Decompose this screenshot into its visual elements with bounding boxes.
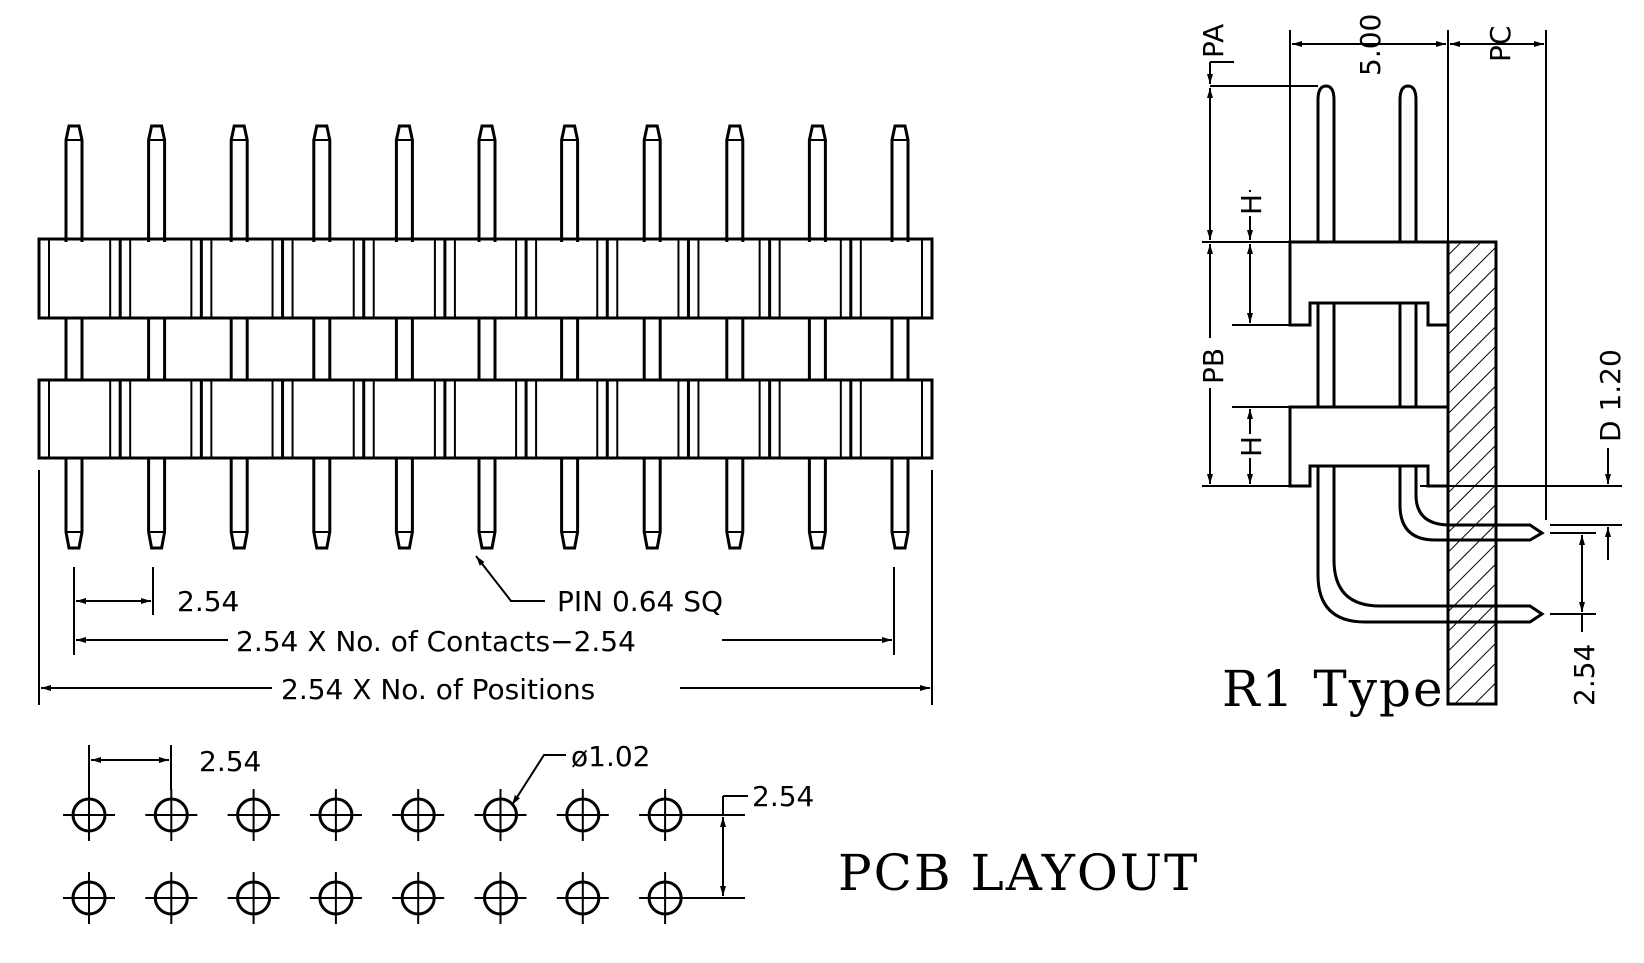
dim-5-00-label: 5.00 [1354, 14, 1387, 76]
contacts-span-dimension: 2.54 X No. of Contacts−2.54 [73, 567, 895, 658]
pcb-hole [227, 872, 280, 924]
row-pitch-label: 2.54 [1568, 644, 1601, 706]
pcb-hole [474, 789, 527, 841]
front-pin-top [64, 124, 84, 242]
bent-leg-inner [1398, 466, 1545, 542]
pcb-hole [309, 872, 362, 924]
pcb-hole [227, 789, 280, 841]
pcb-hole [639, 872, 692, 924]
front-housing-row [37, 378, 934, 460]
front-pitch-dimension: 2.54 [73, 567, 239, 618]
pcb-hole [392, 789, 445, 841]
h-upper-label: H [1235, 194, 1268, 215]
pcb-hole [63, 789, 115, 841]
front-pin-top [560, 124, 580, 242]
bent-leg-outer [1316, 466, 1545, 624]
pcb-hole [145, 872, 198, 924]
side-view-r1: 5.00 PC PA PB H H D 1.20 [1196, 14, 1627, 718]
d-label: D 1.20 [1594, 349, 1627, 442]
front-pin-bottom [147, 458, 167, 550]
pcb-layout-title: PCB LAYOUT [838, 844, 1199, 902]
pcb-row-spacing-label: 2.54 [752, 780, 814, 813]
front-pin-bottom [312, 458, 332, 550]
front-pin-bottom [477, 458, 497, 550]
front-pin-top [477, 124, 497, 242]
pcb-hole [556, 789, 609, 841]
front-housing-row [37, 237, 934, 320]
front-pins [64, 124, 910, 550]
pcb-hole [145, 789, 198, 841]
front-pin-top [394, 124, 414, 242]
pcb-hole [639, 789, 692, 841]
side-pin-inner [1398, 84, 1418, 242]
pa-label: PA [1197, 24, 1230, 58]
front-pin-top [642, 124, 662, 242]
pin-callout-label: PIN 0.64 SQ [557, 585, 723, 618]
front-pin-bottom [560, 458, 580, 550]
front-pin-bottom [394, 458, 414, 550]
front-pin-top [807, 124, 827, 242]
pcb-hole [556, 872, 609, 924]
pcb-row-spacing-dimension: 2.54 [690, 780, 814, 899]
front-pitch-label: 2.54 [177, 585, 239, 618]
front-pin-bottom [890, 458, 910, 550]
front-pin-bottom [229, 458, 249, 550]
front-pin-top [312, 124, 332, 242]
side-pin-outer [1316, 84, 1336, 242]
front-pin-bottom [642, 458, 662, 550]
front-view: 2.54 PIN 0.64 SQ 2.54 X No. of Contacts−… [37, 124, 934, 706]
pcb-pitch-dimension: 2.54 [88, 745, 261, 790]
pcb-hole [392, 872, 445, 924]
hole-diameter-label: ø1.02 [571, 740, 650, 773]
pcb-layout-view: 2.54 ø1.02 2.54 PCB LAYOUT [63, 740, 1199, 924]
pcb-pitch-label: 2.54 [199, 745, 261, 778]
pc-label: PC [1484, 26, 1517, 62]
pb-label: PB [1197, 348, 1230, 384]
front-pin-top [147, 124, 167, 242]
hole-diameter-callout: ø1.02 [511, 740, 650, 806]
positions-span-dimension: 2.54 X No. of Positions [38, 470, 933, 706]
contacts-span-label: 2.54 X No. of Contacts−2.54 [236, 625, 636, 658]
front-pin-top [725, 124, 745, 242]
front-bodies [37, 237, 934, 460]
front-pin-top [890, 124, 910, 242]
r1-type-title: R1 Type [1222, 660, 1445, 718]
h-lower-label: H [1235, 436, 1268, 457]
pcb-hole [309, 789, 362, 841]
lower-housing [1288, 405, 1450, 488]
positions-span-label: 2.54 X No. of Positions [281, 673, 595, 706]
front-pin-bottom [807, 458, 827, 550]
pin-callout: PIN 0.64 SQ [475, 555, 723, 618]
front-pin-top [229, 124, 249, 242]
front-pin-bottom [725, 458, 745, 550]
pcb-holes [63, 789, 692, 924]
pcb-board-section [1446, 240, 1498, 706]
front-pin-bottom [64, 458, 84, 550]
pcb-hole [63, 872, 115, 924]
upper-housing [1288, 240, 1450, 327]
pcb-hole [474, 872, 527, 924]
